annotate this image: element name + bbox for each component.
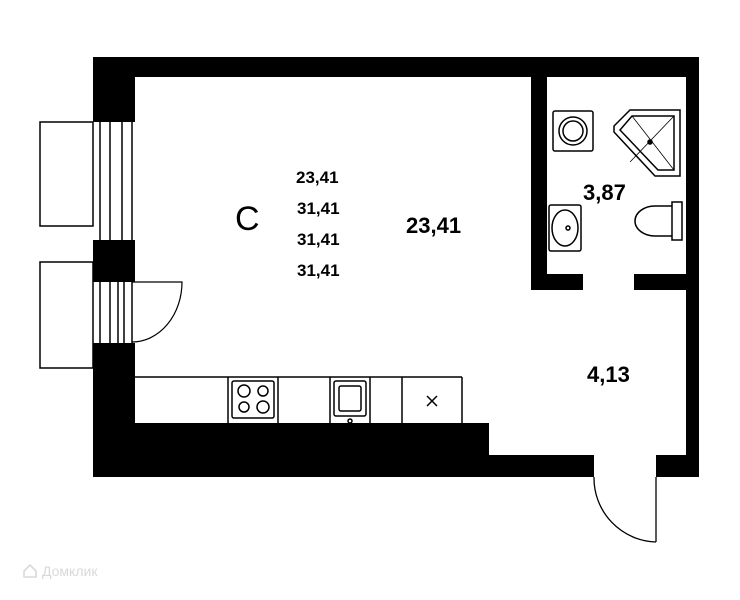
balcony-icon	[39, 121, 94, 369]
area-list-item-1: 23,41	[296, 168, 339, 187]
area-list-item-2: 31,41	[297, 199, 340, 218]
kitchen-counter	[135, 376, 463, 423]
door-swing-icon	[593, 476, 657, 543]
bathroom-area: 3,87	[583, 180, 626, 205]
cross-mark-icon	[426, 395, 438, 407]
watermark-text: Домклик	[42, 563, 98, 579]
main-room-area: 23,41	[406, 213, 462, 238]
cooktop-icon	[231, 380, 275, 419]
balcony-door	[99, 281, 183, 343]
kitchen-sink-icon	[333, 380, 367, 424]
sink-icon	[548, 204, 582, 252]
home-logo-icon	[23, 563, 37, 578]
walls	[93, 57, 699, 477]
hallway-area: 4,13	[587, 362, 630, 387]
room-type-label: С	[235, 200, 260, 238]
shower-icon	[613, 109, 681, 177]
window	[99, 122, 133, 240]
area-list-item-4: 31,41	[297, 261, 340, 280]
area-list-item-3: 31,41	[297, 230, 340, 249]
washing-machine-icon	[552, 110, 594, 152]
toilet-icon	[634, 201, 683, 241]
watermark: Домклик	[22, 563, 97, 579]
